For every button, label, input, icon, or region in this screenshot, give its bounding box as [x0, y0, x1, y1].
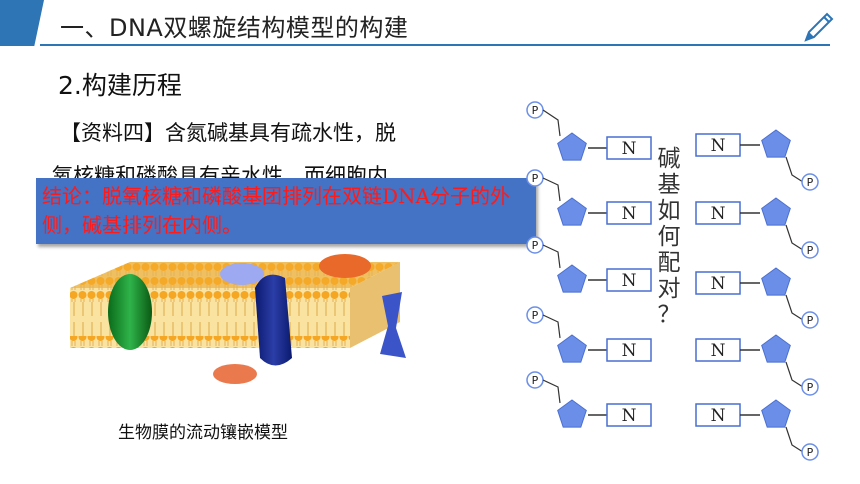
- base-pairing-question: 碱 基 如 何 配 对 ？: [656, 146, 682, 328]
- base-label: N: [622, 204, 637, 224]
- pencil-icon: [804, 12, 834, 42]
- phosphate-label: P: [532, 104, 539, 117]
- material-paragraph-line2: 氧核糖和磷酸具有亲水性，而细胞内: [52, 164, 388, 182]
- backbone-line: [542, 314, 561, 339]
- phosphate-circle: [801, 378, 819, 396]
- base-box: [606, 268, 652, 292]
- deoxyribose-pentagon: [557, 334, 587, 363]
- deoxyribose-pentagon: [761, 267, 791, 296]
- base-label: N: [622, 139, 637, 159]
- header-underline: [40, 44, 830, 46]
- membrane-illustration: [70, 254, 406, 384]
- deoxyribose-pentagon: [761, 129, 791, 158]
- membrane-caption: 生物膜的流动镶嵌模型: [118, 423, 288, 443]
- phosphate-label: P: [532, 309, 539, 322]
- base-label: N: [711, 274, 726, 294]
- deoxyribose-pentagon: [761, 197, 791, 226]
- section-subtitle: 2.构建历程: [58, 71, 182, 100]
- base-label: N: [622, 341, 637, 361]
- phosphate-label: P: [532, 172, 539, 185]
- deoxyribose-pentagon: [761, 334, 791, 363]
- phosphate-circle: [801, 443, 819, 461]
- base-label: N: [622, 406, 637, 426]
- question-char: 配: [657, 250, 681, 276]
- backbone-line: [542, 244, 561, 269]
- backbone-line: [785, 426, 804, 453]
- question-char: 如: [657, 198, 681, 224]
- backbone-line: [785, 361, 804, 388]
- header-accent-bar: [0, 0, 44, 46]
- base-label: N: [711, 341, 726, 361]
- phosphate-circle: [801, 241, 819, 259]
- base-label: N: [711, 204, 726, 224]
- backbone-line: [785, 294, 804, 321]
- backbone-line: [542, 177, 561, 202]
- base-label: N: [711, 406, 726, 426]
- base-box: [606, 338, 652, 362]
- conclusion-text: 结论：脱氧核糖和磷酸基团排列在双链DNA分子的外侧，碱基排列在内侧。: [42, 184, 510, 237]
- dna-ladder-diagram: P N P N P N P N P N N P N P N P N P N P: [526, 101, 819, 461]
- question-char: 对: [657, 276, 681, 302]
- phosphate-label: P: [532, 374, 539, 387]
- base-box: [606, 403, 652, 427]
- deoxyribose-pentagon: [557, 132, 587, 161]
- header: 一、DNA双螺旋结构模型的构建: [0, 0, 860, 46]
- deoxyribose-pentagon: [557, 399, 587, 428]
- phosphate-circle: [801, 173, 819, 191]
- backbone-line: [542, 109, 561, 137]
- backbone-line: [785, 224, 804, 251]
- question-char: ？: [657, 302, 681, 328]
- deoxyribose-pentagon: [557, 264, 587, 293]
- material-paragraph-line1: 【资料四】含氮碱基具有疏水性，脱: [60, 121, 396, 145]
- question-char: 碱: [657, 146, 681, 172]
- phosphate-label: P: [807, 244, 814, 257]
- base-label: N: [711, 136, 726, 156]
- deoxyribose-pentagon: [761, 399, 791, 428]
- page-title: 一、DNA双螺旋结构模型的构建: [60, 14, 409, 42]
- phosphate-label: P: [807, 314, 814, 327]
- backbone-line: [542, 379, 561, 404]
- deoxyribose-pentagon: [557, 197, 587, 226]
- phosphate-label: P: [807, 381, 814, 394]
- backbone-line: [785, 156, 804, 183]
- question-char: 何: [657, 224, 681, 250]
- phosphate-label: P: [807, 446, 814, 459]
- conclusion-box: 结论：脱氧核糖和磷酸基团排列在双链DNA分子的外侧，碱基排列在内侧。: [36, 178, 536, 244]
- base-label: N: [622, 271, 637, 291]
- phosphate-label: P: [532, 239, 539, 252]
- phosphate-circle: [801, 311, 819, 329]
- question-char: 基: [657, 172, 681, 198]
- base-box: [606, 201, 652, 225]
- base-box: [606, 136, 652, 160]
- phosphate-label: P: [807, 176, 814, 189]
